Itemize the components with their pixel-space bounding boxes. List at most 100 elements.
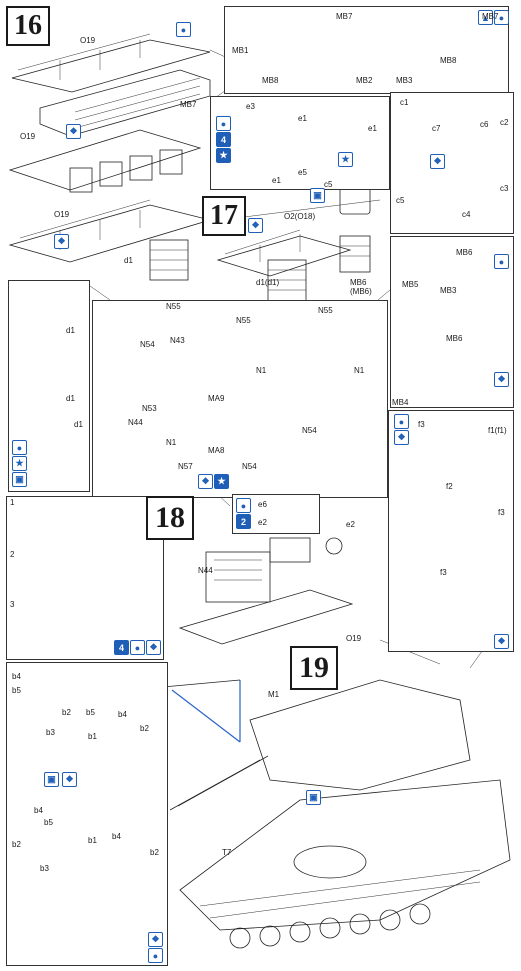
part-label: d1 (124, 256, 133, 265)
panel-e-parts (210, 96, 390, 190)
part-label: c6 (480, 120, 489, 129)
paint-icon: ❖ (494, 372, 509, 387)
tank-hull (169, 679, 511, 949)
part-label: e1 (298, 114, 307, 123)
scale-icon: ▣ (12, 472, 27, 487)
step-number-19: 19 (290, 646, 338, 690)
sub-step-number: 3 (10, 600, 15, 609)
paint-icon: ❖ (430, 154, 445, 169)
part-label: b2 (12, 840, 21, 849)
paint-icon: ❖ (198, 474, 213, 489)
part-label: MB3 (396, 76, 413, 85)
part-label: b5 (86, 708, 95, 717)
part-label: N54 (302, 426, 317, 435)
part-label: e1 (368, 124, 377, 133)
glue-icon: ● (12, 440, 27, 455)
part-label: MB8 (440, 56, 457, 65)
part-label: O19 (54, 210, 70, 219)
part-label: N1 (166, 438, 177, 447)
part-label: MB6 (456, 248, 473, 257)
part-label: MB2 (356, 76, 373, 85)
part-label: d1(d1) (256, 278, 280, 287)
step4-icon: 4 (216, 132, 231, 147)
part-label: b5 (44, 818, 53, 827)
part-label: c7 (432, 124, 441, 133)
step-number-18: 18 (146, 496, 194, 540)
part-label: c5 (324, 180, 333, 189)
part-label: MB6 (446, 334, 463, 343)
part-label: d1 (74, 420, 83, 429)
part-label: b4 (112, 832, 121, 841)
part-label: MB7 (482, 12, 499, 21)
part-label: e3 (246, 102, 255, 111)
part-label: e5 (298, 168, 307, 177)
part-label: MB3 (440, 286, 457, 295)
part-label: MB5 (402, 280, 419, 289)
step17-rail (216, 229, 371, 303)
part-label: f1(f1) (488, 426, 507, 435)
panel-sub-boxes (6, 496, 164, 660)
part-label: O19 (346, 634, 362, 643)
part-label: c5 (396, 196, 405, 205)
mirror-icon: ▲ (478, 10, 493, 25)
part-label: d1 (66, 394, 75, 403)
sub-step-number: 2 (10, 550, 15, 559)
step2-icon: 2 (236, 514, 251, 529)
part-label: c3 (500, 184, 509, 193)
part-label: O19 (20, 132, 36, 141)
part-label: MB6 (MB6) (350, 278, 372, 296)
part-label: N55 (236, 316, 251, 325)
part-label: e1 (272, 176, 281, 185)
part-label: N53 (142, 404, 157, 413)
part-label: N57 (178, 462, 193, 471)
part-label: N55 (166, 302, 181, 311)
part-label: b2 (140, 724, 149, 733)
part-label: e2 (346, 520, 355, 529)
part-label: e2 (258, 518, 267, 527)
panel-mb6 (390, 236, 514, 408)
part-label: N1 (256, 366, 267, 375)
part-label: f3 (440, 568, 447, 577)
part-label: O19 (80, 36, 96, 45)
part-label: f3 (498, 508, 505, 517)
step-number-16: 16 (6, 6, 50, 46)
part-label: MA9 (208, 394, 225, 403)
part-label: MB7 (180, 100, 197, 109)
scale-icon: ▣ (310, 188, 325, 203)
star-icon: ★ (216, 148, 231, 163)
part-label: MB1 (232, 46, 249, 55)
sub-step-number: 1 (10, 498, 15, 507)
paint-icon: ❖ (148, 932, 163, 947)
part-label: N43 (170, 336, 185, 345)
part-label: MB7 (336, 12, 353, 21)
glue-icon: ● (216, 116, 231, 131)
part-label: b2 (150, 848, 159, 857)
part-label: MA8 (208, 446, 225, 455)
panel-f3 (388, 410, 514, 652)
star-icon: ★ (12, 456, 27, 471)
glue-icon: ● (394, 414, 409, 429)
paint-icon: ❖ (66, 124, 81, 139)
part-label: d1 (66, 326, 75, 335)
part-label: M1 (268, 690, 280, 699)
star-icon: ★ (338, 152, 353, 167)
part-label: f2 (446, 482, 453, 491)
part-label: N54 (242, 462, 257, 471)
part-label: T7 (222, 848, 232, 857)
part-label: c4 (462, 210, 471, 219)
glue-icon: ● (236, 498, 251, 513)
step-number-17: 17 (202, 196, 246, 236)
part-label: N44 (128, 418, 143, 427)
part-label: O2(O18) (284, 212, 316, 221)
step4-icon: 4 (114, 640, 129, 655)
panel-mb7 (224, 6, 509, 94)
scale-icon: ▣ (306, 790, 321, 805)
part-label: N54 (140, 340, 155, 349)
part-label: N44 (198, 566, 213, 575)
part-label: b1 (88, 836, 97, 845)
part-label: MB4 (392, 398, 409, 407)
part-label: b4 (118, 710, 127, 719)
part-label: b3 (46, 728, 55, 737)
part-label: MB8 (262, 76, 279, 85)
part-label: b2 (62, 708, 71, 717)
